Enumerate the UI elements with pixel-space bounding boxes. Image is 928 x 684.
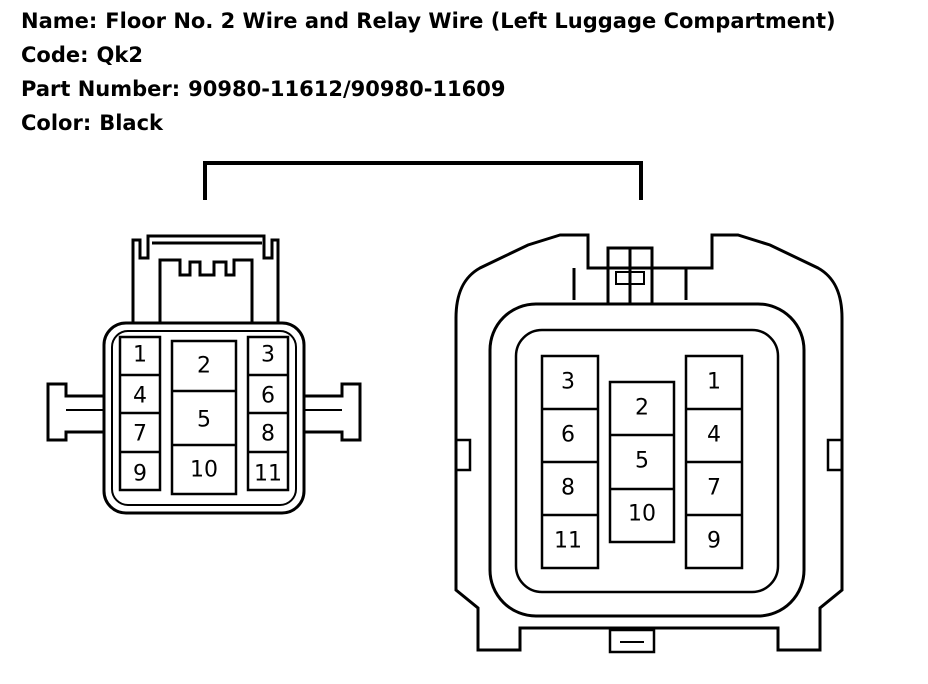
right-pin-4: 4 xyxy=(707,423,721,448)
left-pin-11: 11 xyxy=(254,462,282,487)
part-number-value: 90980-11612/90980-11609 xyxy=(188,77,506,101)
left-pin-3: 3 xyxy=(261,343,275,368)
left-pin-9: 9 xyxy=(133,462,147,487)
right-pin-9: 9 xyxy=(707,529,721,554)
code-label: Code: xyxy=(21,43,89,67)
left-connector-latch xyxy=(131,234,280,322)
left-pin-7: 7 xyxy=(133,422,147,447)
right-pin-2: 2 xyxy=(635,396,649,421)
right-pin-10: 10 xyxy=(628,502,656,527)
right-connector-pins: 1 2 3 4 5 6 7 8 9 10 11 xyxy=(554,370,721,554)
name-value: Floor No. 2 Wire and Relay Wire (Left Lu… xyxy=(105,9,836,33)
right-connector-latch xyxy=(572,246,688,306)
color-label: Color: xyxy=(21,111,92,135)
part-number-label: Part Number: xyxy=(21,77,181,101)
left-pin-2: 2 xyxy=(197,354,211,379)
right-pin-5: 5 xyxy=(635,449,649,474)
left-pin-6: 6 xyxy=(261,384,275,409)
right-connector-bottom-latch xyxy=(608,628,656,654)
left-pin-4: 4 xyxy=(133,384,147,409)
name-row: Name: Floor No. 2 Wire and Relay Wire (Le… xyxy=(21,9,836,33)
left-connector-side-tab-left xyxy=(46,382,104,442)
left-connector-side-tab-right xyxy=(304,382,362,442)
part-number-row: Part Number: 90980-11612/90980-11609 xyxy=(21,77,505,101)
code-value: Qk2 xyxy=(96,43,143,67)
code-row: Code: Qk2 xyxy=(21,43,143,67)
right-connector xyxy=(454,233,844,654)
right-pin-1: 1 xyxy=(707,370,721,395)
left-pin-5: 5 xyxy=(197,408,211,433)
left-connector xyxy=(46,234,362,515)
right-connector-inner-housing xyxy=(488,302,806,618)
right-pin-3: 3 xyxy=(561,370,575,395)
left-connector-pins: 1 2 3 4 5 6 7 8 9 10 11 xyxy=(133,343,282,487)
right-connector-shell xyxy=(454,233,844,652)
right-pin-6: 6 xyxy=(561,423,575,448)
left-connector-body xyxy=(102,321,306,515)
right-pin-11: 11 xyxy=(554,529,582,554)
left-pin-1: 1 xyxy=(133,343,147,368)
left-pin-8: 8 xyxy=(261,422,275,447)
right-pin-8: 8 xyxy=(561,476,575,501)
left-pin-10: 10 xyxy=(190,458,218,483)
pairing-bracket xyxy=(203,161,643,200)
name-label: Name: xyxy=(21,9,98,33)
color-row: Color: Black xyxy=(21,111,163,135)
right-pin-7: 7 xyxy=(707,476,721,501)
color-value: Black xyxy=(99,111,164,135)
